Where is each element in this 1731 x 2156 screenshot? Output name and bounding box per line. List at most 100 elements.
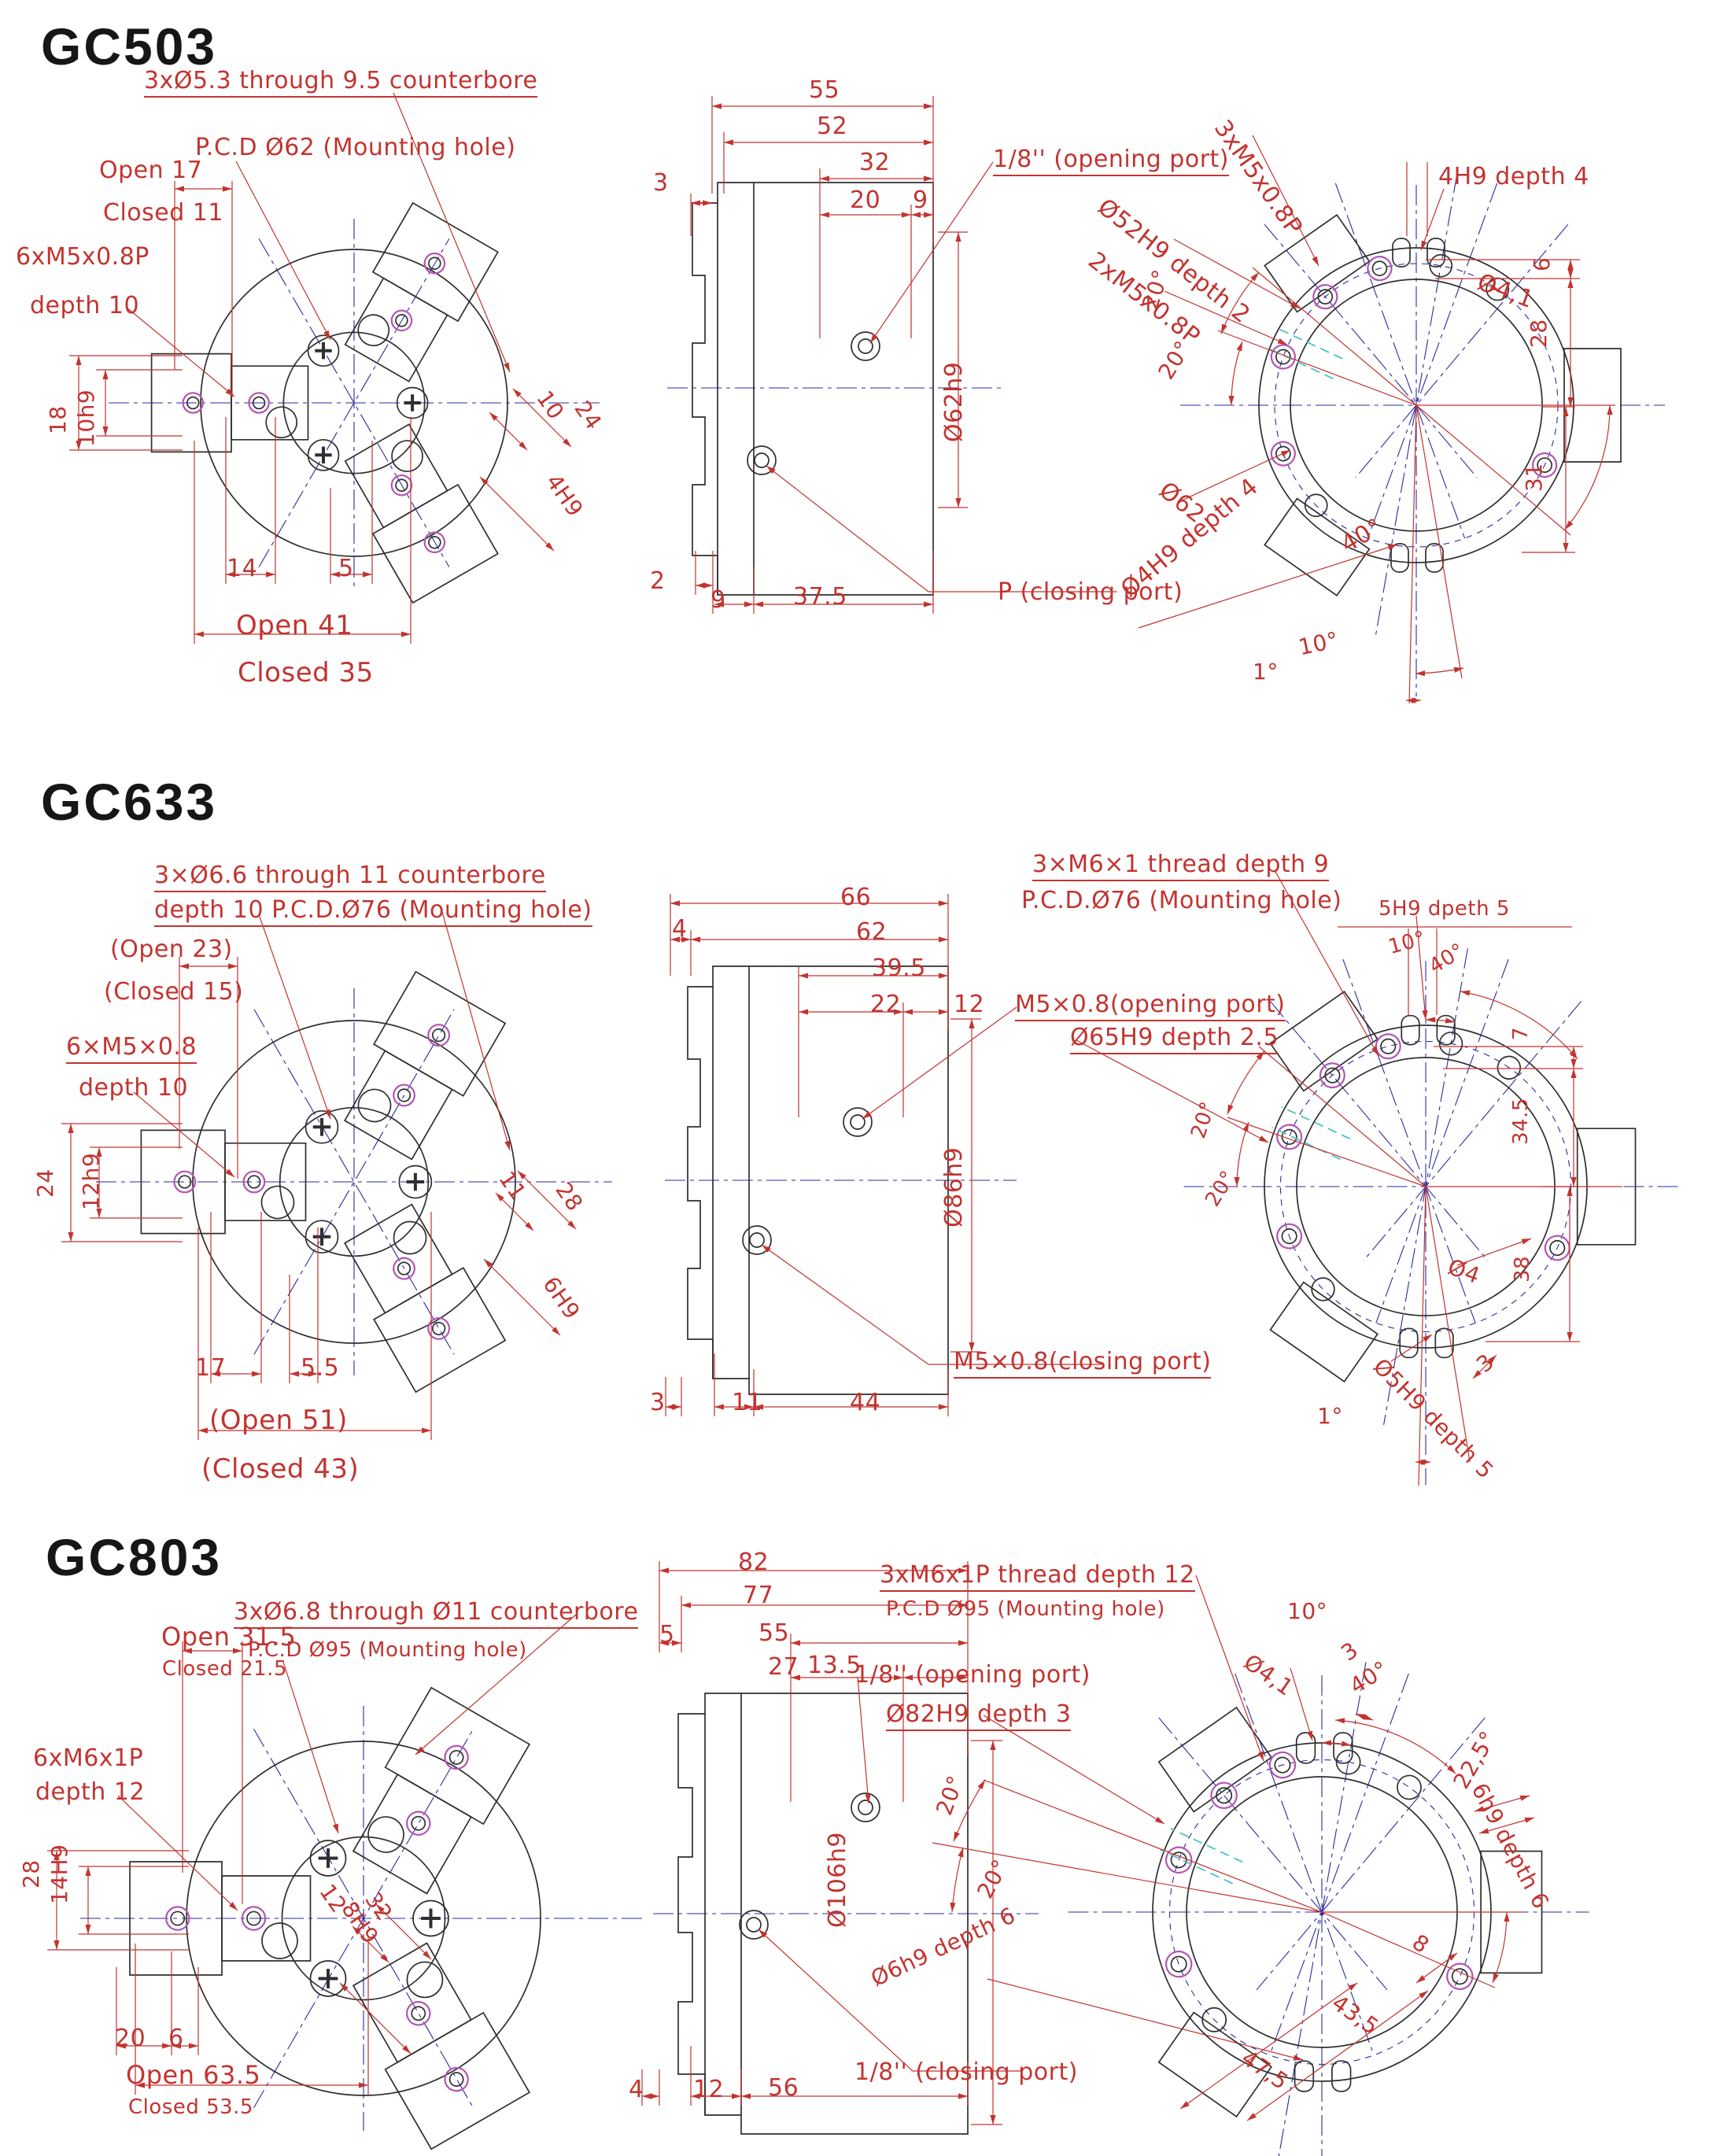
gc803-back-view xyxy=(932,1575,1589,2156)
gc633-front-view xyxy=(61,906,612,1440)
dim-label: depth 10 xyxy=(30,292,140,319)
dim-label: 32 xyxy=(859,149,891,176)
dim-label: 9 xyxy=(710,586,726,614)
dim-label: Ø106h9 xyxy=(824,1832,851,1928)
dim-label: 1° xyxy=(1253,659,1279,685)
dim-label: 9 xyxy=(913,186,928,214)
dim-label: Closed 35 xyxy=(238,657,374,689)
dim-label: 3xØ6.8 through Ø11 counterbore xyxy=(234,1600,639,1629)
section-title-gc803: GC803 xyxy=(46,1528,223,1586)
dim-label: 12h9 xyxy=(78,1152,104,1210)
dim-label: 17 xyxy=(195,1354,227,1382)
dim-label: (Closed 15) xyxy=(104,978,244,1006)
dim-label: depth 10 xyxy=(79,1074,189,1102)
dim-label: 14H9 xyxy=(46,1844,72,1905)
dim-label: 3×Ø6.6 through 11 counterbore xyxy=(154,864,546,892)
dim-label: 5H9 dpeth 5 xyxy=(1379,897,1510,921)
dim-label: 56 xyxy=(768,2074,799,2102)
dim-label: 10° xyxy=(1287,1598,1328,1624)
dim-label: 1/8'' (closing port) xyxy=(854,2058,1078,2086)
dim-label: 52 xyxy=(817,113,848,140)
dim-label: 3xØ5.3 through 9.5 counterbore xyxy=(144,69,538,98)
dim-label: Ø65H9 depth 2.5 xyxy=(1070,1026,1279,1054)
dim-label: depth 10 P.C.D.Ø76 (Mounting hole) xyxy=(154,899,592,927)
dim-label: Open 17 xyxy=(99,157,203,184)
dim-label: M5×0.8(closing port) xyxy=(954,1350,1212,1379)
dim-label: 37.5 xyxy=(793,583,847,611)
dim-label: 77 xyxy=(743,1582,774,1609)
dim-label: 4 xyxy=(629,2076,644,2103)
dim-label: 6 xyxy=(1529,257,1555,271)
dim-label: 39.5 xyxy=(872,954,926,982)
dim-label: 20 xyxy=(850,186,881,214)
dim-label: 3 xyxy=(653,169,669,197)
dim-label: Closed 53.5 xyxy=(128,2095,253,2119)
dim-label: (Closed 43) xyxy=(201,1453,360,1485)
gc633-side-view xyxy=(665,894,1102,1416)
dim-label: Closed 11 xyxy=(103,199,223,227)
dim-label: 7 xyxy=(1509,1026,1533,1040)
dim-label: Open 31.5 xyxy=(161,1622,297,1652)
gc503-front-view xyxy=(69,93,600,644)
dim-label: 13.5 xyxy=(807,1652,862,1679)
dim-label: Closed 21.5 xyxy=(162,1657,287,1681)
dim-label: 10h9 xyxy=(73,389,99,447)
dim-label: 28 xyxy=(1526,319,1552,348)
dim-label: 55 xyxy=(758,1619,790,1647)
dim-label: 6×M5×0.8 xyxy=(66,1036,197,1064)
dim-label: 11 xyxy=(732,1389,763,1416)
dim-label: 5 xyxy=(659,1621,675,1648)
dim-label: 28 xyxy=(18,1859,44,1888)
dim-label: (Open 51) xyxy=(209,1405,348,1436)
dim-label: 4 xyxy=(672,915,688,943)
dim-label: 22 xyxy=(870,991,902,1018)
dim-label: 1° xyxy=(1317,1403,1343,1429)
dim-label: 6xM5x0.8P xyxy=(16,243,149,271)
dim-label: P.C.D Ø62 (Mounting hole) xyxy=(195,134,516,161)
gc633-back-view xyxy=(1076,870,1681,1486)
dim-label: 12 xyxy=(693,2076,725,2103)
dim-label: 4H9 depth 4 xyxy=(1438,163,1589,190)
dim-label: Ø82H9 depth 3 xyxy=(886,1703,1072,1731)
dim-label: Open 41 xyxy=(236,610,353,641)
dim-label: 5 xyxy=(338,555,354,582)
dim-label: 31 xyxy=(1521,463,1547,492)
dim-label: 55 xyxy=(809,76,840,104)
dim-label: 82 xyxy=(738,1549,770,1576)
dim-label: 2 xyxy=(650,567,666,595)
dim-label: Ø86h9 xyxy=(940,1146,968,1228)
dim-label: P.C.D.Ø76 (Mounting hole) xyxy=(1021,887,1342,914)
dim-label: 3 xyxy=(650,1389,666,1416)
dim-label: depth 12 xyxy=(35,1778,146,1806)
gc503-back-view xyxy=(1139,135,1665,703)
dim-label: M5×0.8(opening port) xyxy=(1015,993,1286,1021)
dim-label: 18 xyxy=(45,405,71,434)
dim-label: 3xM6x1P thread depth 12 xyxy=(880,1563,1195,1592)
dim-label: 5.5 xyxy=(301,1354,340,1382)
section-title-gc633: GC633 xyxy=(41,773,218,831)
dim-label: 44 xyxy=(850,1389,881,1416)
dim-label: 20 xyxy=(115,2025,146,2052)
dim-label: (Open 23) xyxy=(110,936,233,963)
section-title-gc503: GC503 xyxy=(41,17,218,76)
dim-label: 12 xyxy=(954,991,985,1018)
dim-label: Open 63.5 xyxy=(126,2060,261,2090)
dim-label: 62 xyxy=(856,918,888,946)
dim-label: Ø62h9 xyxy=(940,361,968,442)
dim-label: 14 xyxy=(227,555,258,582)
gc803-front-view xyxy=(47,1615,647,2149)
gc503-side-view xyxy=(667,96,1117,614)
dim-label: 1/8'' (opening port) xyxy=(993,148,1230,176)
gc803-side-view xyxy=(642,1561,1303,2134)
dim-label: P.C.D Ø95 (Mounting hole) xyxy=(886,1597,1165,1621)
dim-label: 38 xyxy=(1511,1255,1534,1283)
dim-label: 34.5 xyxy=(1509,1098,1533,1145)
dim-label: 3×M6×1 thread depth 9 xyxy=(1032,853,1330,881)
dim-label: P.C.D Ø95 (Mounting hole) xyxy=(248,1638,527,1662)
dim-label: P (closing port) xyxy=(998,578,1183,606)
dim-label: 66 xyxy=(840,884,872,911)
dim-label: 24 xyxy=(32,1168,58,1198)
dim-label: 6xM6x1P xyxy=(33,1744,144,1772)
